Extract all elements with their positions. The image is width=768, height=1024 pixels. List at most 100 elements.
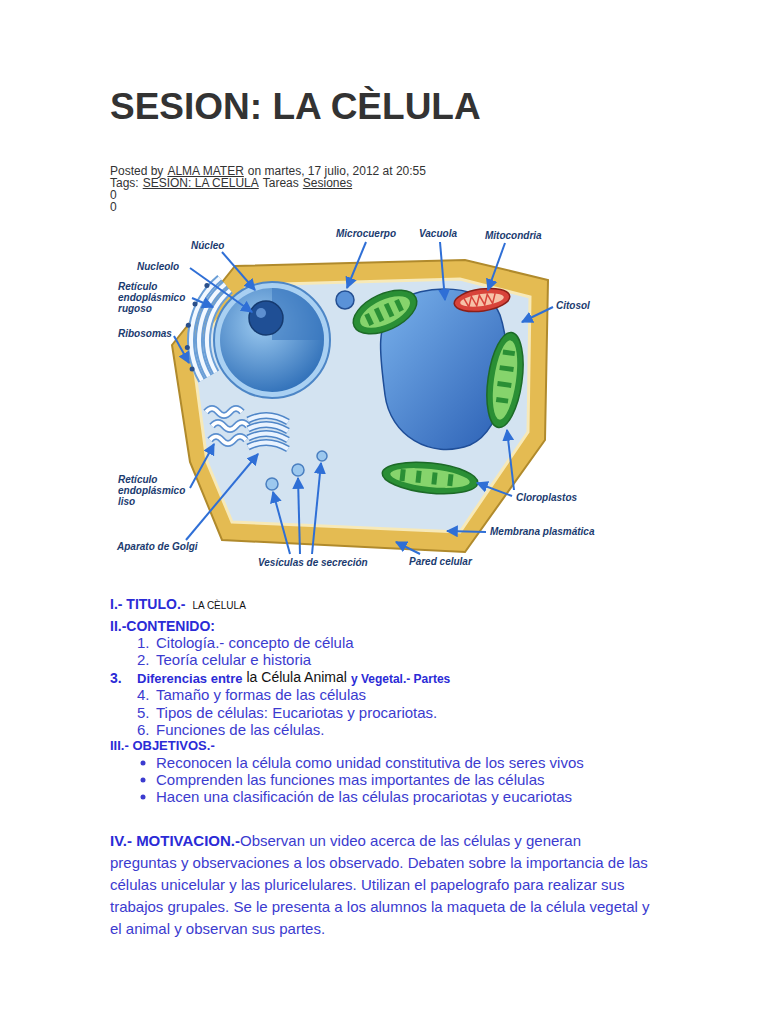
section-heading: IV.- MOTIVACION.-	[110, 832, 240, 849]
part-label: Cloroplastos	[516, 492, 577, 503]
leader-line	[273, 492, 290, 554]
list-item: Diferencias entre	[137, 672, 243, 685]
tag-link: SESION: LA CELULA	[143, 177, 259, 189]
smooth-er	[206, 409, 248, 444]
part-label: Vesículas de secreción	[258, 557, 368, 568]
part-label: Ribosomas	[118, 328, 172, 339]
nucleus	[220, 288, 324, 392]
chloroplast-stroma	[389, 465, 470, 491]
section-value: LA CÈLULA	[192, 601, 245, 611]
chloroplast-stroma	[355, 290, 414, 335]
list-item: Tamaño y formas de las células	[156, 687, 366, 702]
motivation-paragraph: IV.- MOTIVACION.-Observan un video acerc…	[110, 830, 650, 940]
nucleolus	[249, 301, 283, 335]
er-tube	[206, 409, 242, 416]
ribosomes	[185, 283, 210, 372]
leader-line	[298, 478, 300, 554]
author-link: ALMA MATER	[167, 165, 243, 177]
leader-line	[440, 242, 445, 300]
section-heading: III.- OBJETIVOS.-	[110, 739, 215, 752]
counter: 0	[110, 201, 117, 213]
leader-line	[396, 542, 420, 554]
list-item: Teoría celular e historia	[156, 652, 311, 667]
list-number: 2.	[137, 652, 150, 667]
part-label: Membrana plasmática	[490, 526, 595, 537]
list-number: 5.	[137, 705, 150, 720]
leader-line	[312, 463, 321, 554]
leader-line	[477, 483, 512, 496]
vesicle	[317, 451, 327, 461]
part-label: Mitocondria	[485, 230, 542, 241]
leader-line	[190, 268, 252, 312]
list-number: 4.	[137, 687, 150, 702]
chloroplast-outer	[347, 281, 424, 342]
granum	[431, 472, 437, 484]
list-item: Funciones de las células.	[156, 722, 324, 737]
vesicle	[292, 464, 304, 476]
list-item: y Vegetal.- Partes	[351, 673, 450, 685]
leader-lines	[174, 242, 553, 554]
nuclear-envelope	[214, 282, 330, 398]
bullet-item: Comprenden las funciones mas importantes…	[156, 772, 545, 787]
er-outline	[206, 409, 242, 416]
part-label: Retículo endoplásmico rugoso	[118, 281, 190, 314]
ribosome	[190, 367, 195, 372]
bullet-item: Reconocen la célula como unidad constitu…	[156, 755, 584, 770]
golgi-outline	[248, 442, 288, 449]
leader-line	[447, 531, 486, 532]
mito-inner	[459, 291, 504, 309]
granum	[447, 474, 453, 486]
section-heading: I.- TITULO.-	[110, 597, 185, 611]
granum	[497, 381, 512, 388]
counter: 0	[110, 189, 117, 201]
cell-wall	[172, 260, 548, 552]
chloroplast	[347, 281, 424, 342]
er-tube	[212, 423, 248, 430]
part-label: Pared celular	[409, 556, 472, 567]
microbody	[336, 291, 354, 309]
leader-line	[507, 430, 514, 490]
er-outline	[212, 423, 248, 430]
bullets	[141, 761, 146, 800]
part-label: Núcleo	[191, 240, 224, 251]
leader-line	[488, 243, 505, 290]
granum	[499, 365, 514, 372]
mito-outer	[453, 285, 512, 315]
tag-link: Sesiones	[303, 177, 352, 189]
nucleolus-highlight	[256, 308, 266, 318]
list-number: 1.	[137, 635, 150, 650]
bullet-item: Hacen una clasificación de las células p…	[156, 789, 572, 804]
leader-line	[347, 242, 366, 288]
leader-line	[174, 336, 189, 363]
ribosome	[186, 323, 191, 328]
list-item: la Célula Animal	[247, 670, 347, 684]
granum	[503, 349, 516, 356]
list-item: Citología.- concepto de célula	[156, 635, 354, 650]
leader-line	[522, 307, 553, 322]
bullet	[141, 761, 146, 766]
granum	[394, 299, 404, 312]
part-label: Microcuerpo	[336, 228, 396, 239]
bullet	[141, 795, 146, 800]
cristae	[463, 293, 496, 307]
ribosome	[193, 302, 198, 307]
list-number: 3.	[110, 671, 122, 685]
part-label: Vacuola	[419, 228, 457, 239]
granum	[415, 471, 421, 483]
chloroplast	[381, 458, 480, 498]
list-item: Tipos de células: Eucariotas y procariot…	[156, 705, 437, 720]
chloroplast	[481, 330, 528, 430]
part-label: Nucleolo	[137, 261, 179, 272]
list-number: 6.	[137, 722, 150, 737]
ribosome	[185, 345, 190, 350]
golgi-cisterna	[248, 442, 288, 449]
granum	[364, 313, 374, 326]
cell-membrane	[192, 279, 530, 532]
tags-label: Tags:	[110, 177, 139, 189]
granum	[384, 303, 394, 318]
chloroplast-outer	[381, 458, 480, 498]
ribosome	[204, 283, 209, 288]
page-title: SESION: LA CÈLULA	[110, 88, 481, 125]
mitochondrion	[453, 285, 512, 315]
